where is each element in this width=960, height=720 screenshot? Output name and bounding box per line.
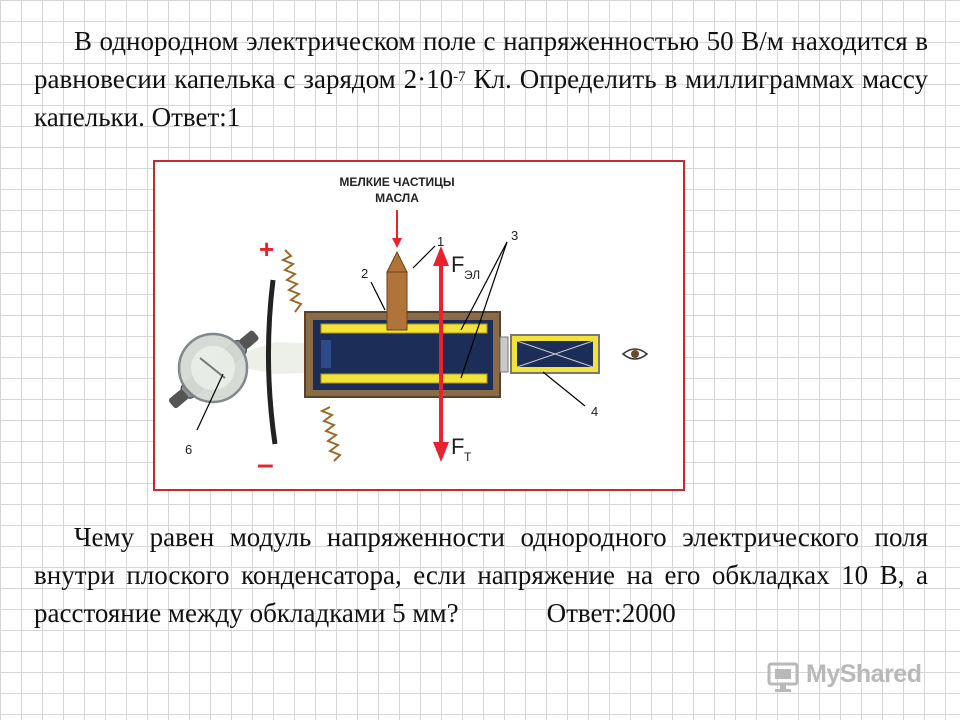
- watermark: MyShared: [766, 656, 936, 696]
- force-t-subscript: Т: [464, 450, 472, 464]
- force-t-label: F: [451, 434, 464, 459]
- nozzle-tip: [386, 250, 408, 273]
- screen: [265, 279, 278, 445]
- problem-1-line-2: находится в равновесии капелька с зарядо…: [34, 26, 929, 94]
- minus-sign: –: [257, 448, 274, 481]
- label-6: 6: [185, 442, 192, 457]
- plate-bottom: [320, 373, 488, 384]
- problem-1-text: В однородном электрическом поле с напряж…: [34, 22, 928, 136]
- spring-top-icon: [280, 249, 303, 313]
- charge-unit: Кл.: [465, 64, 512, 94]
- caption-line-1: МЕЛКИЕ ЧАСТИЦЫ: [339, 175, 454, 189]
- tube-joint: [499, 336, 509, 373]
- window: [321, 340, 331, 368]
- telescope-icon: [510, 334, 600, 374]
- label-1: 1: [437, 234, 444, 249]
- spring-bottom-icon: [319, 406, 342, 462]
- problem-2-answer: Ответ:2000: [546, 598, 676, 628]
- lamp-icon: [169, 330, 259, 409]
- problem-1-line-1: В однородном электрическом поле с напряж…: [74, 26, 784, 56]
- plus-sign: +: [259, 234, 274, 264]
- millikan-experiment-figure: + – МЕЛКИЕ ЧАСТИЦЫ МАСЛА F Э: [153, 160, 685, 491]
- label-3: 3: [511, 228, 518, 243]
- apparatus-diagram: + – МЕЛКИЕ ЧАСТИЦЫ МАСЛА F Э: [169, 175, 649, 481]
- problem-2-text: Чему равен модуль напряженности однородн…: [34, 518, 928, 632]
- eye-icon: [621, 348, 649, 360]
- force-t-arrowhead: [433, 442, 449, 462]
- watermark-text: MyShared: [806, 660, 922, 688]
- charge-exponent: -7: [453, 69, 466, 85]
- label-4: 4: [591, 404, 598, 419]
- label-2: 2: [361, 266, 368, 281]
- force-el-arrowhead: [433, 246, 449, 266]
- myshared-logo-icon: [767, 662, 799, 692]
- problem-1-line-3: Определить в миллиграммах массу капельки…: [34, 64, 928, 132]
- force-el-subscript: ЭЛ: [464, 268, 480, 282]
- force-el-label: F: [451, 252, 464, 277]
- nozzle: [386, 271, 408, 331]
- problem-2-question: Чему равен модуль напряженности однородн…: [34, 522, 928, 628]
- caption-line-2: МАСЛА: [375, 191, 419, 205]
